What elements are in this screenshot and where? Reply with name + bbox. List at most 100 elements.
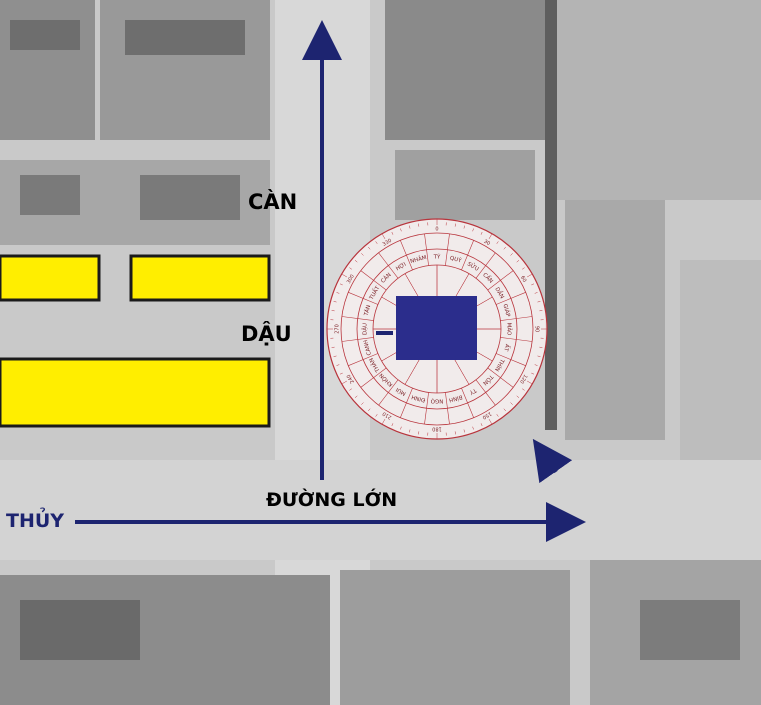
compass-tick (375, 241, 378, 244)
label-dau: DẬU (241, 322, 292, 346)
entrance-arrow (532, 438, 573, 484)
compass-tick (480, 423, 483, 427)
compass-degree-label: 300 (346, 274, 356, 285)
compass-sector-divider (424, 392, 429, 425)
compass-tick (418, 223, 420, 227)
compass-direction-label: MÃO (506, 323, 513, 336)
compass-direction-label: GIÁP (501, 303, 511, 318)
house (396, 296, 477, 360)
compass-tick (531, 283, 535, 286)
compass-tick (336, 364, 340, 366)
compass-sector-divider (445, 392, 450, 425)
compass-direction-label: TỴ (468, 386, 478, 395)
compass-tick (391, 423, 394, 427)
compass-tick (454, 431, 456, 435)
compass-sector-divider (475, 252, 496, 279)
compass-tick (331, 310, 335, 312)
compass-sector-divider (341, 337, 374, 342)
label-thuy: THỦY (6, 510, 65, 532)
compass-tick (339, 372, 343, 375)
compass-direction-label: BÍNH (448, 393, 463, 403)
compass-tick (331, 346, 335, 348)
compass-direction-label: ẤT (502, 343, 512, 353)
compass-tick (480, 231, 483, 235)
compass-tick (510, 402, 513, 405)
compass-tick (539, 346, 543, 348)
compass-tick (368, 408, 371, 412)
compass-tick (400, 426, 402, 430)
compass-sector-divider (341, 316, 374, 321)
label-can: CÀN (248, 190, 298, 214)
compass-sector-divider (495, 292, 526, 305)
compass-degree-label: 120 (518, 373, 528, 384)
compass-tick (503, 408, 506, 412)
compass-degree-label: 240 (346, 373, 356, 384)
compass-tick (522, 388, 525, 391)
compass-sector-divider (348, 292, 379, 305)
compass-tick (531, 372, 535, 375)
compass-tick (349, 388, 352, 391)
building-small-left (0, 254, 101, 302)
label-main-road: ĐƯỜNG LỚN (266, 489, 398, 511)
compass-degree-label: 210 (382, 410, 393, 420)
compass-tick (522, 267, 525, 270)
compass-tick (472, 228, 474, 232)
compass-direction-label: QUÝ (449, 255, 463, 265)
compass-tick (526, 380, 533, 385)
compass-direction-label: MÙI (394, 386, 407, 397)
compass-tick (341, 273, 348, 278)
compass-degree-label: 60 (519, 275, 527, 284)
compass-tick (537, 301, 541, 303)
compass-tick (463, 225, 465, 229)
compass-sector-divider (461, 240, 474, 271)
compass-tick (409, 225, 411, 229)
compass-tick (496, 241, 499, 244)
building-large (0, 357, 271, 428)
compass-tick (391, 231, 394, 235)
compass-tick (361, 402, 364, 405)
compass-tick (381, 233, 386, 240)
compass-degree-label: 150 (481, 410, 492, 420)
compass-tick (510, 253, 513, 256)
compass-tick (361, 253, 364, 256)
compass-direction-label: ĐINH (411, 393, 426, 402)
compass-sector-divider (400, 240, 413, 271)
compass-tick (400, 228, 402, 232)
compass-direction-label: DẬU (362, 323, 369, 335)
compass-sector-divider (475, 379, 496, 406)
compass-tick (339, 283, 343, 286)
compass-sector-divider (378, 252, 399, 279)
compass-tick (496, 414, 499, 417)
compass-tick (539, 310, 543, 312)
compass-sector-divider (500, 337, 533, 342)
compass-tick (368, 246, 371, 250)
compass-sector-divider (461, 387, 474, 418)
compass-tick (526, 273, 533, 278)
compass-sector-divider (445, 233, 450, 266)
compass-tick (349, 267, 352, 270)
compass-sector-divider (378, 379, 399, 406)
compass-sector-divider (487, 367, 514, 388)
compass-tick (463, 429, 465, 433)
compass-degree-label: 330 (382, 238, 393, 248)
compass-degree-label: 30 (482, 239, 491, 247)
compass-tick (537, 355, 541, 357)
compass-degree-label: 90 (534, 326, 540, 332)
compass-tick (454, 223, 456, 227)
compass-tick (341, 380, 348, 385)
compass-direction-label: NGỌ (430, 398, 443, 404)
compass-tick (354, 395, 358, 398)
compass-sector-divider (348, 353, 379, 366)
compass-sector-divider (495, 353, 526, 366)
compass-sector-divider (500, 316, 533, 321)
compass-sector-divider (424, 233, 429, 266)
compass-tick (534, 292, 538, 294)
compass-degree-label: 180 (432, 426, 442, 432)
compass-tick (516, 260, 520, 263)
compass-tick (336, 292, 340, 294)
compass-tick (333, 355, 337, 357)
compass-degree-label: 0 (435, 227, 438, 233)
compass-sector-divider (400, 387, 413, 418)
compass-sector-divider (360, 367, 387, 388)
